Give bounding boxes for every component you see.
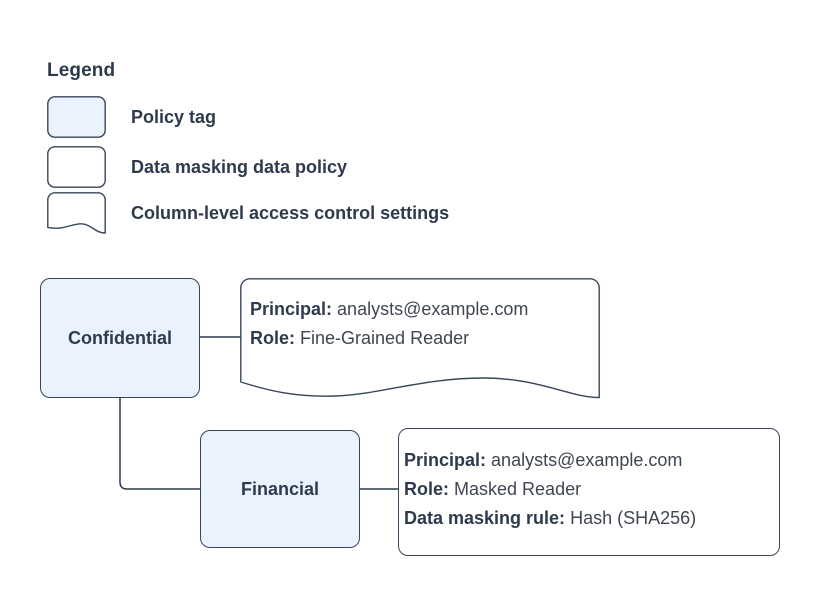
- panel-row: Principal: analysts@example.com: [404, 446, 696, 475]
- panel-row-label: Data masking rule:: [404, 508, 566, 528]
- panel-row: Role: Masked Reader: [404, 475, 696, 504]
- legend-title: Legend: [47, 60, 116, 81]
- panel-row: Role: Fine-Grained Reader: [250, 324, 528, 353]
- panel-row-value: Masked Reader: [454, 479, 582, 499]
- panel-row-value: analysts@example.com: [337, 299, 529, 319]
- node-financial[interactable]: Financial: [200, 430, 360, 548]
- legend-item-label: Policy tag: [131, 107, 217, 127]
- legend-item-policy-tag: Policy tag: [47, 96, 787, 138]
- panel-row-value: Fine-Grained Reader: [300, 328, 470, 348]
- rounded-rect-outline-icon: [47, 146, 106, 188]
- legend-item-label: Data masking data policy: [131, 157, 348, 177]
- panel-row-label: Principal:: [404, 450, 487, 470]
- panel-row-label: Principal:: [250, 299, 333, 319]
- node-confidential[interactable]: Confidential: [40, 278, 200, 398]
- legend-item-label: Column-level access control settings: [131, 203, 450, 223]
- panel-row-value: analysts@example.com: [491, 450, 683, 470]
- panel-financial-policy[interactable]: [398, 428, 780, 556]
- panel-financial-policy-text: Principal: analysts@example.com Role: Ma…: [404, 446, 696, 533]
- legend-item-data-masking-policy: Data masking data policy: [47, 146, 787, 188]
- document-wave-icon: [47, 192, 106, 234]
- panel-row-label: Role:: [250, 328, 295, 348]
- legend-item-column-access-settings: Column-level access control settings: [47, 192, 787, 234]
- rounded-rect-filled-icon: [47, 96, 106, 138]
- panel-confidential-settings-text: Principal: analysts@example.com Role: Fi…: [250, 295, 528, 353]
- panel-row: Principal: analysts@example.com: [250, 295, 528, 324]
- panel-confidential-settings[interactable]: [240, 278, 600, 400]
- panel-row-label: Role:: [404, 479, 449, 499]
- panel-row: Data masking rule: Hash (SHA256): [404, 504, 696, 533]
- panel-row-value: Hash (SHA256): [570, 508, 697, 528]
